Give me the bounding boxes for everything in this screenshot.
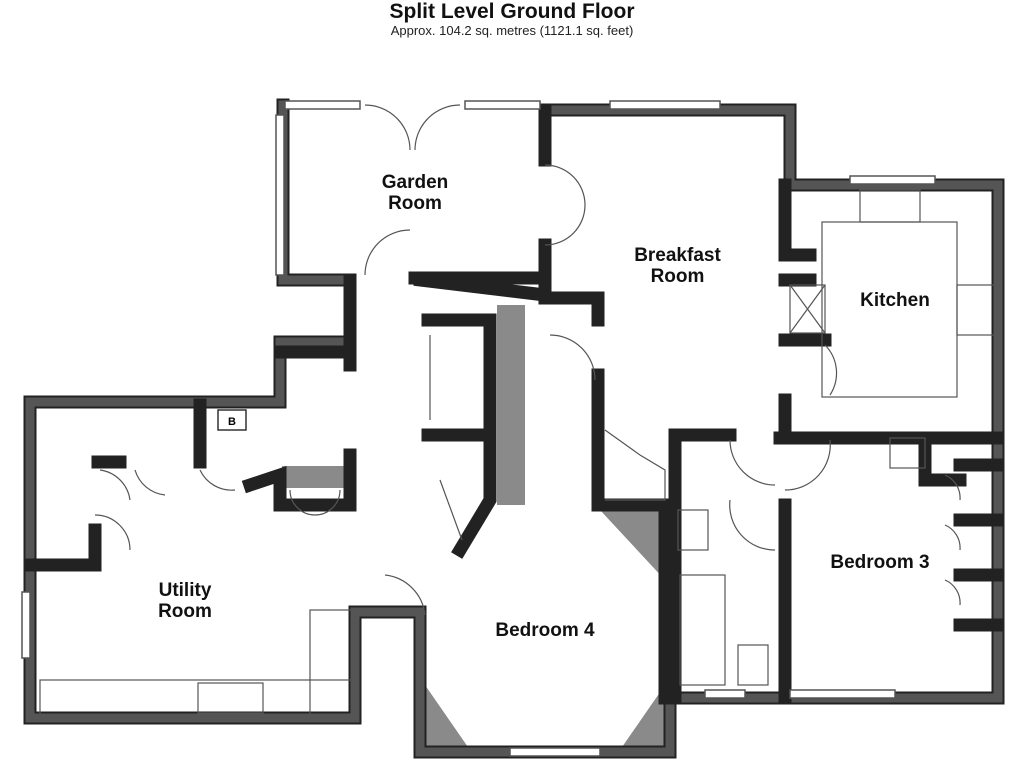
room-kitchen: Kitchen bbox=[840, 290, 950, 311]
boiler-box bbox=[217, 409, 247, 431]
windows bbox=[21, 100, 936, 757]
room-bedroom-4: Bedroom 4 bbox=[470, 620, 620, 641]
room-label: Breakfast bbox=[634, 245, 721, 266]
fixtures bbox=[39, 104, 996, 716]
room-label: Bedroom 4 bbox=[495, 620, 595, 641]
shaded-areas bbox=[282, 305, 665, 750]
room-label: Kitchen bbox=[860, 290, 930, 311]
room-label: Room bbox=[388, 193, 442, 214]
room-label: Room bbox=[158, 601, 212, 622]
plan-title: Split Level Ground Floor bbox=[389, 0, 635, 23]
room-label: Room bbox=[650, 266, 705, 287]
boiler-label: B bbox=[228, 416, 236, 428]
plan-area: Approx. 104.2 sq. metres (1121.1 sq. fee… bbox=[390, 23, 634, 38]
room-label: Bedroom 3 bbox=[830, 552, 930, 573]
room-bedroom-3: Bedroom 3 bbox=[805, 552, 955, 573]
room-label: Utility bbox=[158, 580, 212, 601]
interior-walls bbox=[23, 103, 1005, 705]
room-label: Garden bbox=[381, 172, 449, 193]
